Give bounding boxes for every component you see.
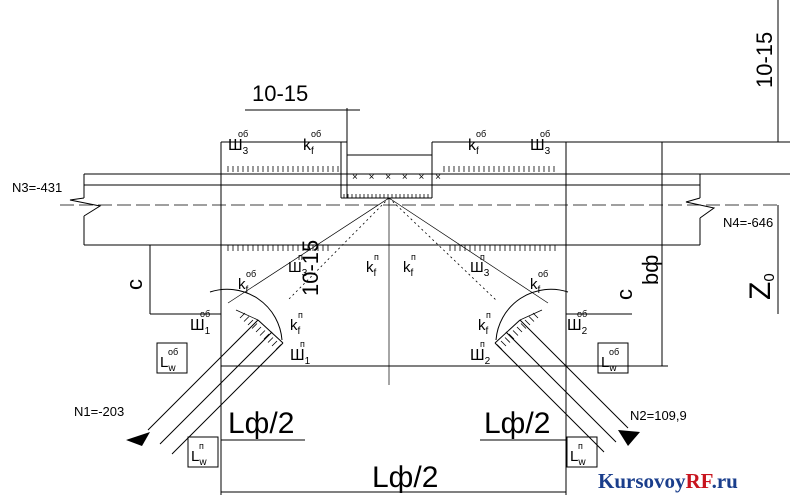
weld-sup-sh2-p: п [480, 339, 485, 349]
dim-l-phi-left: Lф/2 [228, 407, 294, 440]
weld-sup-sh-mid-right: п [480, 252, 485, 262]
watermark: KursovoyRF.ru [598, 469, 738, 493]
weld-tick [508, 333, 515, 340]
weld-label-sh-mid-right: Ш3 [470, 259, 490, 279]
weld-tick [247, 319, 254, 326]
weld-sup-sh-top-right: об [540, 129, 550, 139]
gusset-plate [150, 108, 632, 408]
weld-sup-kf-mid-left: п [374, 252, 379, 262]
weld-sup-sh1-ob: об [200, 309, 210, 319]
weld-label-kf-top-right: kf [468, 137, 479, 157]
dim-l-phi-right: Lф/2 [484, 407, 550, 440]
weld-tick [271, 340, 278, 347]
weld-sup-kf-left-ob: об [246, 269, 256, 279]
weld-tick [255, 326, 262, 333]
weld-label-lw-left-p: Lw [191, 448, 207, 468]
arrow-n1 [126, 432, 150, 446]
weld-sup-lw-right-p: п [578, 441, 583, 451]
weld-sup-lw-left-ob: об [168, 347, 178, 357]
dim-top-gap: 10-15 [252, 81, 308, 106]
weld-sup-lw-right-ob: об [609, 347, 619, 357]
weld-label-sh2-p: Ш2 [470, 347, 491, 367]
weld-sup-sh1-p: п [300, 339, 305, 349]
svg-text:× × × × × ×: × × × × × × [352, 172, 445, 183]
weld-sup-kf-top-left: об [311, 129, 321, 139]
dim-left-inner: 10-15 [298, 240, 323, 296]
weld-tick [267, 337, 274, 343]
weld-label-sh-top-left: Ш3 [228, 137, 249, 157]
weld-label-sh-top-right: Ш3 [530, 137, 551, 157]
weld-sup-kf-left-p: п [298, 310, 303, 320]
weld-tick [504, 337, 511, 343]
dim-c-left: c [122, 279, 147, 290]
weld-tick [516, 326, 523, 333]
weld-tick [251, 323, 258, 329]
top-plate-weld-marks: × × × × × × [352, 172, 445, 183]
weld-tick [259, 330, 266, 336]
weld-label-sh-mid-left: Ш3 [288, 259, 308, 279]
diagonal-n2 [494, 288, 640, 453]
dim-c-right: c [612, 289, 637, 300]
arrow-n2 [618, 430, 640, 446]
weld-label-lw-left-ob: Lw [160, 354, 176, 374]
weld-label-kf-left-p: kf [290, 317, 301, 337]
weld-tick [528, 316, 535, 322]
weld-sup-sh-top-left: об [238, 129, 248, 139]
force-n2: N2=109,9 [630, 408, 687, 423]
weld-sup-kf-right-p: п [486, 310, 491, 320]
weld-label-kf-mid-right: kf [403, 259, 414, 279]
weld-label-sh1-p: Ш1 [290, 347, 311, 367]
dim-l-phi-bottom: Lф/2 [372, 461, 438, 494]
force-n3: N3=-431 [12, 180, 62, 195]
weld-sup-lw-left-p: п [199, 441, 204, 451]
dim-z0: Z0 [744, 273, 778, 300]
weld-label-lw-right-ob: Lw [601, 354, 617, 374]
dim-b-phi: bф [638, 255, 663, 285]
weld-label-kf-mid-left: kf [366, 259, 377, 279]
weld-sup-sh2-ob: об [577, 309, 587, 319]
weld-tick [524, 319, 531, 326]
weld-sup-kf-top-right: об [476, 129, 486, 139]
dimension-lines [149, 0, 790, 495]
weld-label-kf-right-ob: kf [530, 276, 541, 296]
weld-label-lw-right-p: Lw [570, 448, 586, 468]
weld-sup-kf-mid-right: п [411, 252, 416, 262]
dim-right-top: 10-15 [752, 32, 777, 88]
weld-sup-kf-right-ob: об [538, 269, 548, 279]
weld-label-sh1-ob: Ш1 [190, 317, 211, 337]
weld-labels: Ш3обkfобkfобШ3обШ3пkfпkfпШ3пkfобkfобШ1об… [160, 129, 619, 468]
chord [60, 173, 780, 246]
force-n4: N4=-646 [723, 215, 773, 230]
diagonal-axes [227, 197, 549, 304]
break-lines [69, 197, 716, 219]
weld-label-sh2-ob: Ш2 [567, 317, 588, 337]
weld-tick [243, 316, 250, 322]
weld-tick [512, 330, 519, 336]
force-n1: N1=-203 [74, 404, 124, 419]
weld-tick [500, 340, 507, 347]
weld-sup-sh-mid-left: п [298, 252, 303, 262]
weld-label-kf-right-p: kf [478, 317, 489, 337]
weld-label-kf-left-ob: kf [238, 276, 249, 296]
weld-tick [520, 323, 527, 329]
diagonal-n1 [126, 288, 284, 455]
weld-tick [263, 333, 270, 340]
lw-boxes [156, 342, 629, 468]
weld-label-kf-top-left: kf [303, 137, 314, 157]
